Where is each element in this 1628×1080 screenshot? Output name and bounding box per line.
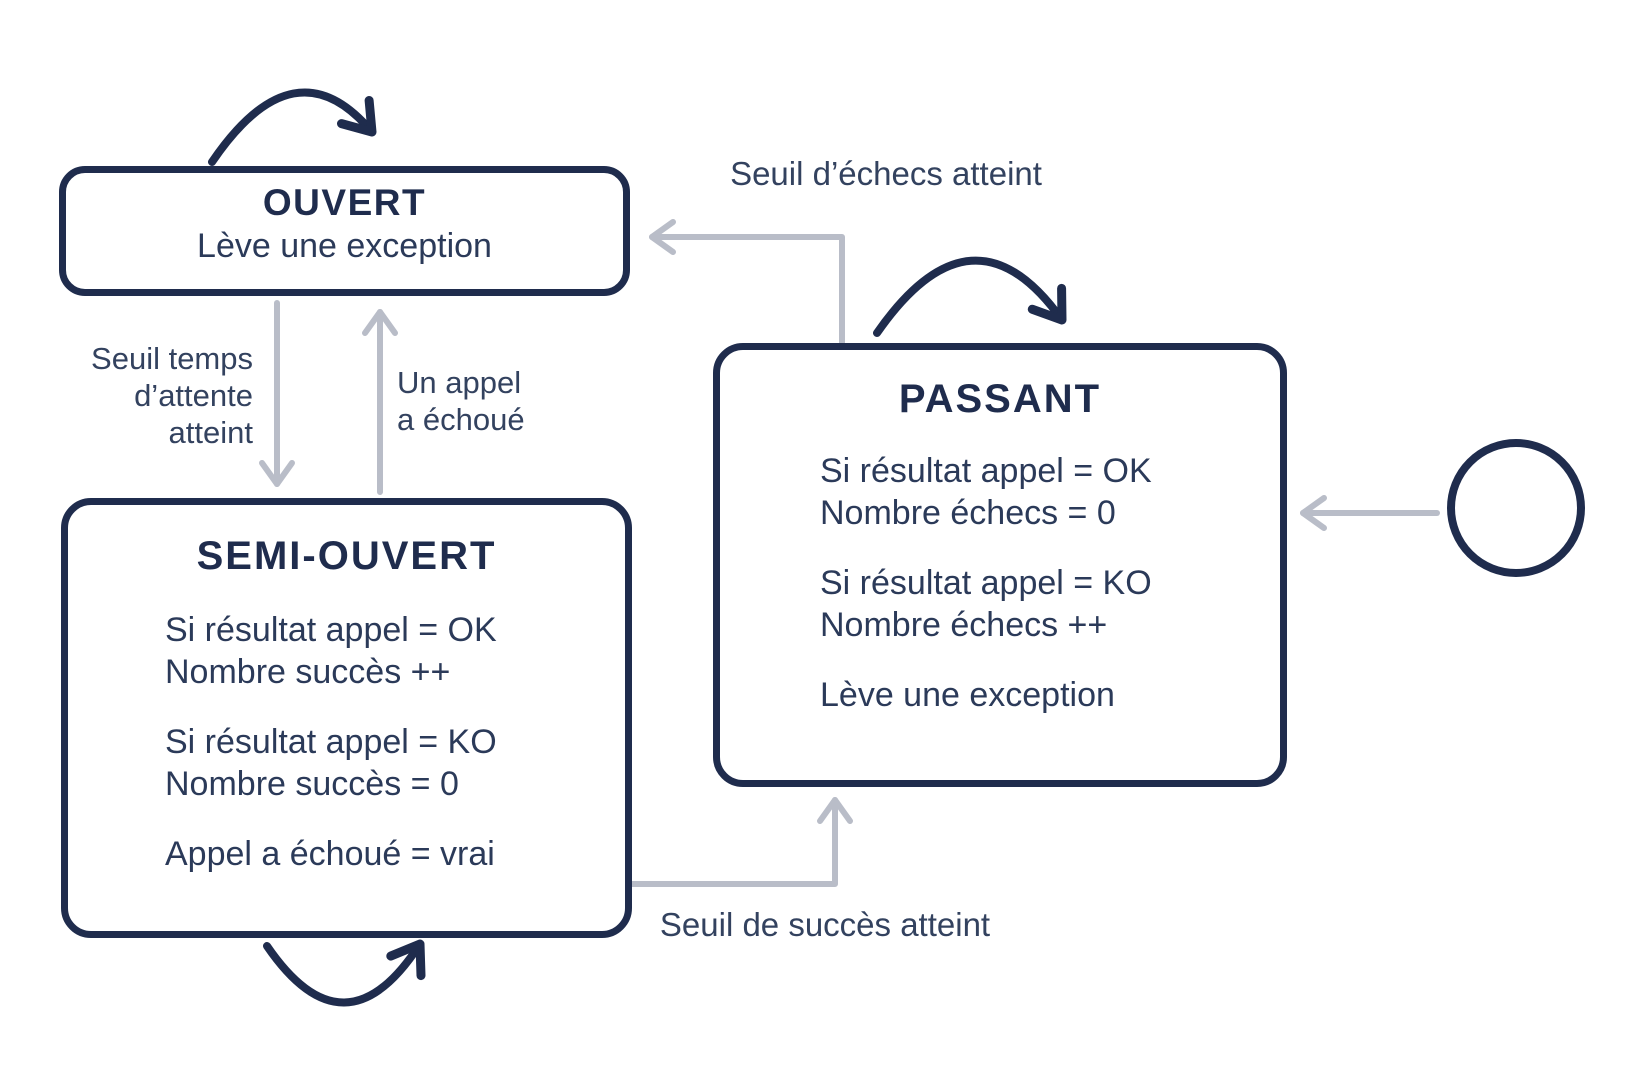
transition-arrow-semi-ouvert-to-passant	[629, 797, 853, 887]
rule-paragraph: Si résultat appel = KO Nombre succès = 0	[165, 721, 605, 805]
rule-paragraph: Appel a échoué = vrai	[165, 833, 605, 875]
rule-line: Nombre échecs = 0	[820, 494, 1116, 532]
transition-arrow-passant-to-ouvert	[649, 219, 845, 348]
transition-label-passant-to-ouvert: Seuil d’échecs atteint	[730, 155, 1042, 192]
state-box-ouvert: OUVERT Lève une exception	[59, 166, 630, 296]
label-line: Un appel	[397, 365, 522, 400]
rule-line: Lève une exception	[820, 676, 1115, 714]
rule-line: Nombre échecs ++	[820, 606, 1108, 644]
state-body-passant: Si résultat appel = OK Nombre échecs = 0…	[720, 450, 1280, 716]
label-line: Seuil temps	[91, 341, 253, 376]
rule-paragraph: Lève une exception	[820, 674, 1260, 716]
label-line: d’attente	[134, 378, 253, 413]
state-subtitle-ouvert: Lève une exception	[197, 227, 492, 265]
self-loop-arrow-passant	[873, 256, 1067, 337]
rule-line: Si résultat appel = KO	[165, 723, 497, 761]
state-title-ouvert: OUVERT	[262, 182, 427, 223]
rule-line: Si résultat appel = KO	[820, 564, 1152, 602]
state-box-passant: PASSANT Si résultat appel = OK Nombre éc…	[713, 343, 1287, 787]
transition-label-semi-ouvert-to-ouvert: Un appel a échoué	[397, 364, 617, 438]
rule-line: Si résultat appel = OK	[820, 452, 1152, 490]
rule-paragraph: Si résultat appel = OK Nombre échecs = 0	[820, 450, 1260, 534]
state-title-passant: PASSANT	[898, 377, 1102, 421]
rule-line: Nombre succès ++	[165, 653, 451, 691]
state-body-semi-ouvert: Si résultat appel = OK Nombre succès ++ …	[68, 609, 625, 875]
self-loop-arrow-semi-ouvert	[263, 939, 426, 1007]
rule-line: Appel a échoué = vrai	[165, 835, 495, 873]
label-line: a échoué	[397, 402, 525, 437]
state-title-semi-ouvert: SEMI-OUVERT	[196, 534, 497, 578]
rule-line: Nombre succès = 0	[165, 765, 459, 803]
self-loop-arrow-ouvert	[208, 88, 377, 166]
rule-paragraph: Si résultat appel = OK Nombre succès ++	[165, 609, 605, 693]
initial-state-circle	[1447, 439, 1585, 577]
state-box-semi-ouvert: SEMI-OUVERT Si résultat appel = OK Nombr…	[61, 498, 632, 938]
label-line: atteint	[168, 415, 253, 450]
rule-paragraph: Si résultat appel = KO Nombre échecs ++	[820, 562, 1260, 646]
transition-label-semi-ouvert-to-passant: Seuil de succès atteint	[659, 906, 991, 943]
transition-label-ouvert-to-semi-ouvert: Seuil temps d’attente atteint	[40, 340, 253, 451]
rule-line: Si résultat appel = OK	[165, 611, 497, 649]
